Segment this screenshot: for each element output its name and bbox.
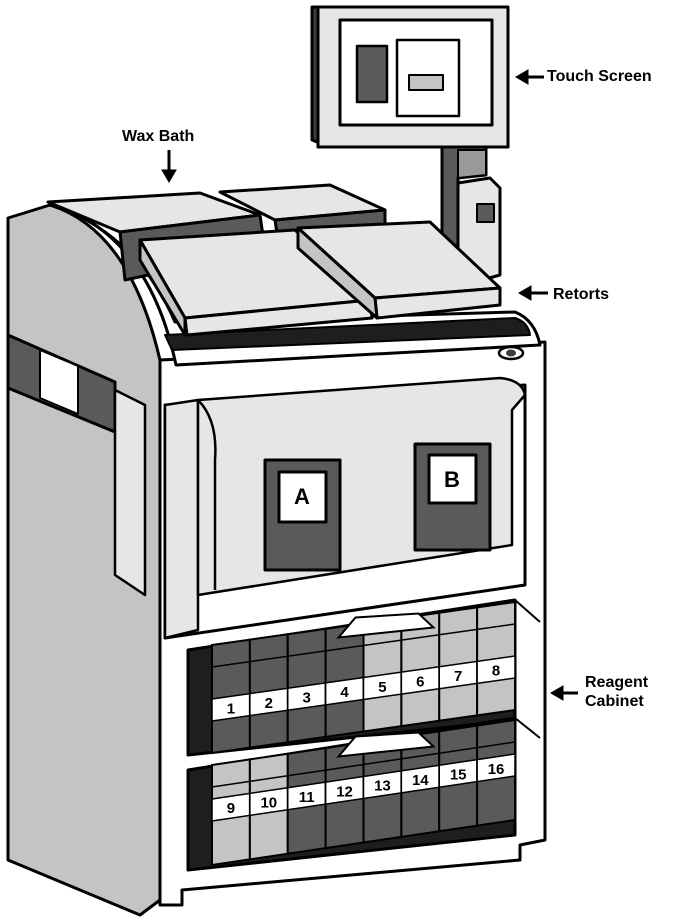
- touch-screen-arrow: [515, 69, 544, 85]
- bottle-number-label: 11: [299, 789, 315, 806]
- bottle-divider: [287, 650, 326, 657]
- bottle-number-label: 16: [488, 761, 505, 778]
- callout-arrows: [161, 69, 578, 701]
- bottle-number-label: 9: [227, 800, 235, 817]
- reagent-label-line1: Reagent: [585, 674, 649, 691]
- retort-labels: AB: [294, 467, 460, 509]
- bottle-divider: [287, 769, 326, 777]
- reagent-label-line2: Cabinet: [585, 693, 644, 710]
- bottle-divider: [363, 639, 402, 647]
- retorts-arrow: [518, 285, 548, 301]
- bottle-divider: [439, 746, 478, 754]
- bottle-divider: [325, 644, 364, 652]
- bottle-divider: [211, 660, 250, 668]
- reagent-cabinet-label: Reagent Cabinet: [585, 673, 648, 711]
- bottle-number-label: 6: [416, 673, 424, 690]
- touch-screen-label: Touch Screen: [547, 68, 652, 85]
- wax-bath-arrow: [161, 150, 177, 183]
- bottle-label-band: [476, 753, 516, 783]
- bottle-divider: [363, 758, 402, 766]
- bottle-number-label: 15: [450, 766, 467, 783]
- bottle-number-label: 14: [412, 772, 429, 789]
- bottle-number-label: 1: [227, 700, 235, 717]
- bottle-number-label: 3: [303, 690, 311, 707]
- bottle-number-label: 8: [492, 663, 500, 680]
- bottle-number-label: 4: [340, 684, 349, 701]
- wax-bath-label: Wax Bath: [122, 128, 195, 145]
- bottle-divider: [477, 623, 516, 631]
- retorts: [138, 220, 502, 337]
- bottle-divider: [401, 752, 440, 760]
- bottle-number-label: 10: [260, 795, 277, 812]
- bottle-number-label: 12: [336, 783, 353, 800]
- bottle-divider: [249, 655, 288, 663]
- bottle-divider: [249, 775, 288, 783]
- bottle-number-label: 7: [454, 668, 462, 685]
- bottle-divider: [325, 763, 364, 771]
- bottle-divider: [439, 628, 478, 636]
- retort-letter-b: B: [444, 467, 460, 492]
- bottle-divider: [401, 634, 440, 641]
- retorts-label: Retorts: [553, 286, 610, 303]
- bottle-divider: [211, 780, 250, 788]
- bottle-label-band: [476, 655, 516, 685]
- front-door: [163, 376, 527, 640]
- shelf-handle: [336, 612, 436, 639]
- retort-letter-a: A: [294, 484, 310, 509]
- touch-screen: [310, 5, 510, 257]
- bottle-number-label: 5: [378, 679, 386, 696]
- reagent-cabinet-arrow: [550, 685, 578, 701]
- bottle-number-label: 2: [265, 695, 273, 712]
- shelf-handle: [336, 731, 436, 758]
- bottle-divider: [477, 741, 516, 749]
- bottle-number-label: 13: [374, 778, 391, 795]
